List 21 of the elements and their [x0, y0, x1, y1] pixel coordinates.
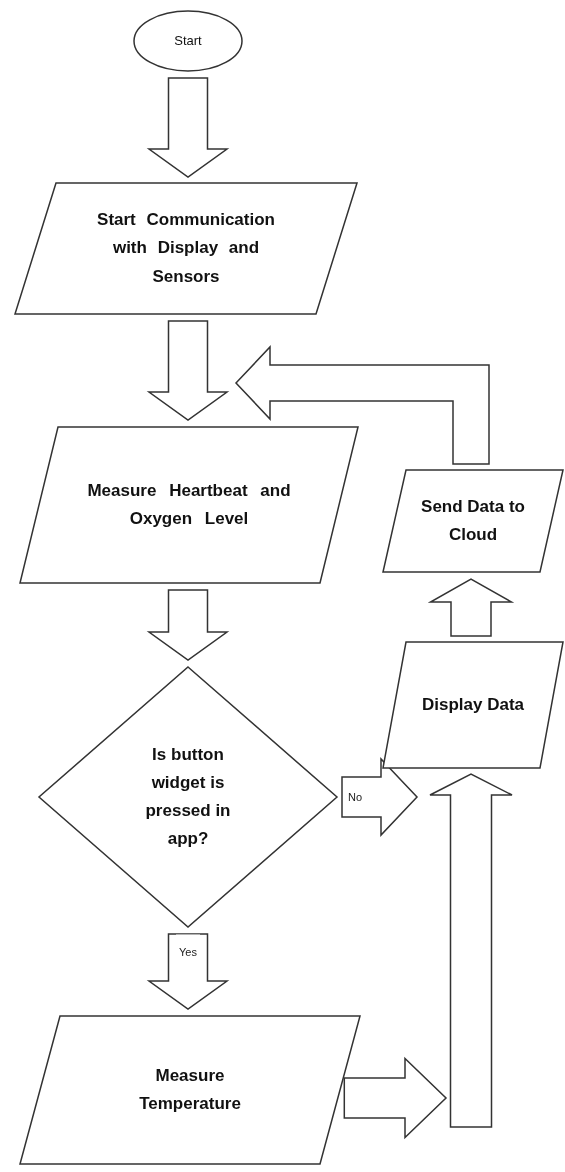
decision-diamond: [38, 666, 338, 928]
node-text: Measure Temperature: [138, 1064, 242, 1115]
node-text: Start: [174, 32, 202, 51]
io-parallelogram: [382, 641, 564, 769]
node-text: Measure Heartbeat and Oxygen Level: [86, 479, 292, 530]
block-arrow: [429, 773, 513, 1128]
node-text: Start Communication with Display and Sensors: [96, 209, 276, 288]
block-arrow: [146, 77, 230, 178]
io-parallelogram: [19, 1015, 361, 1165]
node-text: Send Data to Cloud: [420, 495, 526, 546]
io-parallelogram: [14, 182, 358, 315]
block-arrow: [343, 1056, 448, 1140]
block-arrow: [234, 345, 490, 465]
block-arrow: [146, 589, 230, 661]
node-text: Display Data: [421, 693, 524, 716]
io-parallelogram: [19, 426, 359, 584]
io-parallelogram: [382, 469, 564, 573]
start-ellipse: [133, 10, 243, 72]
node-text: Is button widget is pressed in app?: [144, 743, 232, 851]
block-arrow: [146, 320, 230, 421]
block-arrow: [427, 578, 515, 637]
